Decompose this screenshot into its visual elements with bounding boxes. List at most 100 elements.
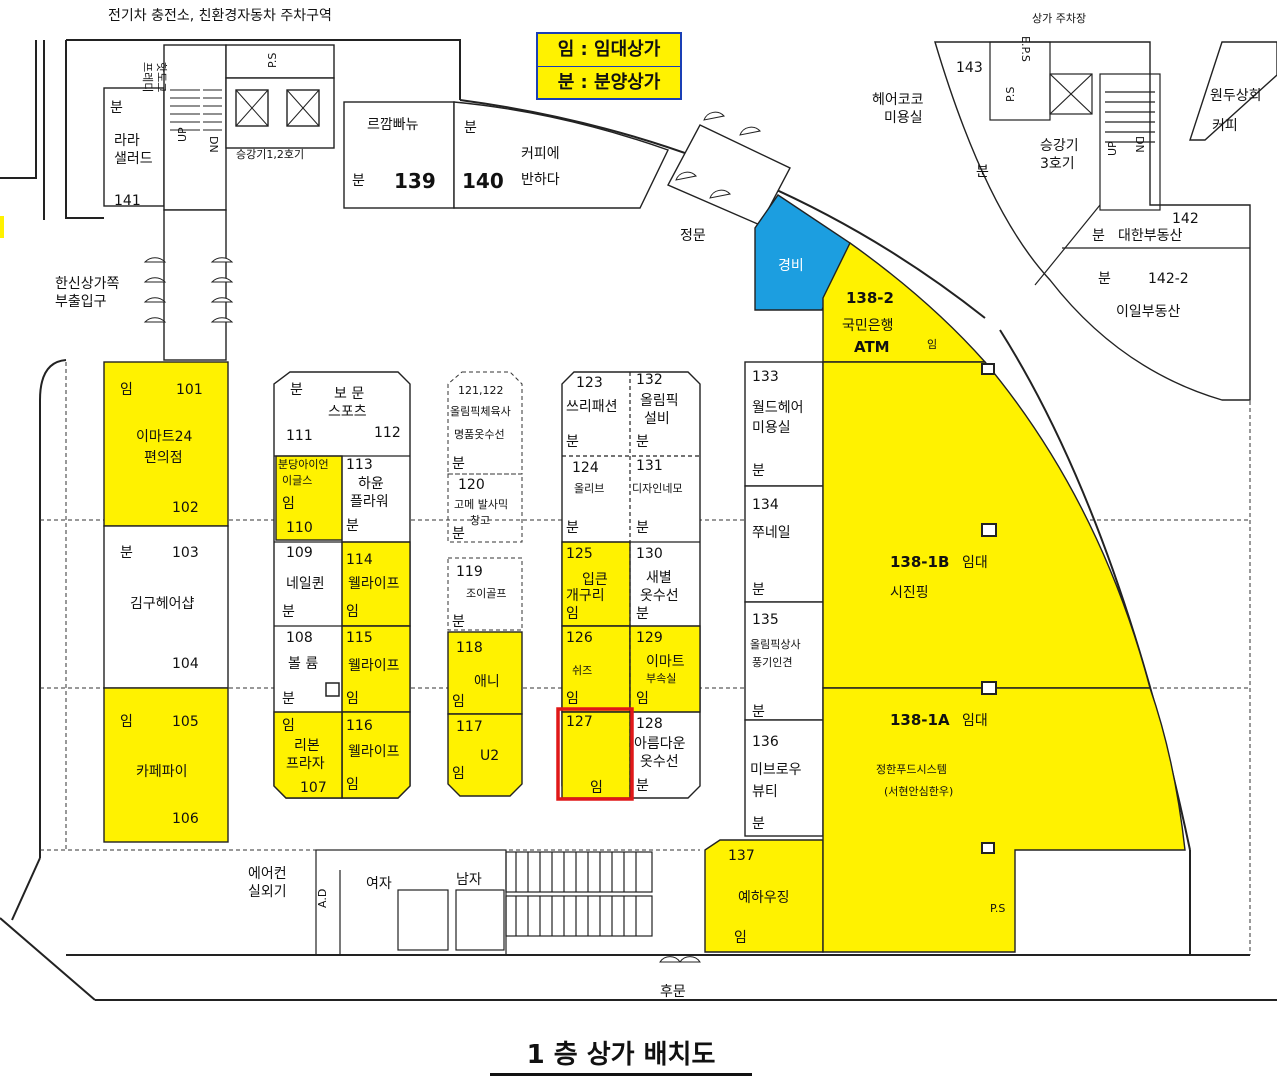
label-men: 남자: [456, 872, 482, 888]
label-mall-parking: 상가 주차장: [1032, 12, 1086, 25]
label-ps-top: P.S: [266, 53, 279, 68]
svg-text:이마트: 이마트: [646, 654, 685, 670]
svg-text:아름다운: 아름다운: [634, 736, 686, 752]
svg-text:125: 125: [566, 546, 593, 562]
svg-text:130: 130: [636, 546, 663, 562]
page-title: 1 층 상가 배치도: [490, 1034, 752, 1076]
svg-text:새별: 새별: [646, 570, 672, 586]
svg-text:네일퀸: 네일퀸: [286, 576, 325, 592]
label-fred-2: 핫도그: [155, 62, 168, 92]
svg-text:편의점: 편의점: [144, 450, 183, 466]
svg-text:115: 115: [346, 630, 373, 646]
outer-walls: [0, 39, 1277, 1001]
svg-text:111: 111: [286, 428, 313, 444]
svg-text:102: 102: [172, 500, 199, 516]
label-up-right: UP: [1106, 141, 1119, 156]
shop-129[interactable]: [629, 625, 701, 713]
shop-103-104[interactable]: [103, 525, 229, 689]
svg-text:분: 분: [452, 614, 465, 630]
svg-text:임: 임: [120, 714, 133, 730]
svg-text:볼 륨: 볼 륨: [288, 656, 318, 672]
svg-text:쓰리패션: 쓰리패션: [566, 399, 618, 415]
svg-text:임대: 임대: [962, 713, 988, 729]
svg-text:옷수선: 옷수선: [640, 754, 679, 770]
svg-text:분: 분: [752, 704, 765, 720]
svg-text:원두상회: 원두상회: [1210, 88, 1262, 104]
svg-text:분: 분: [110, 100, 123, 116]
shop-135[interactable]: [744, 601, 824, 721]
svg-text:분: 분: [120, 545, 133, 561]
label-elevator-12: 승강기1,2호기: [236, 148, 304, 161]
shop-125[interactable]: [561, 541, 631, 627]
svg-text:임: 임: [452, 694, 465, 710]
svg-text:분: 분: [636, 520, 649, 536]
svg-text:헤어코코: 헤어코코: [872, 92, 924, 108]
shop-138-1a[interactable]: [822, 687, 1186, 953]
svg-text:커피: 커피: [1212, 118, 1238, 134]
shop-118[interactable]: [447, 631, 523, 715]
svg-text:106: 106: [172, 811, 199, 827]
svg-text:분: 분: [976, 164, 989, 180]
svg-text:123: 123: [576, 375, 603, 391]
svg-text:분: 분: [464, 120, 477, 136]
svg-text:116: 116: [346, 718, 373, 734]
shop-105-106[interactable]: [103, 687, 229, 843]
shop-117[interactable]: [447, 713, 523, 797]
svg-text:118: 118: [456, 640, 483, 656]
svg-text:임: 임: [282, 496, 295, 512]
svg-text:138-1B: 138-1B: [890, 553, 949, 571]
svg-text:명품옷수선: 명품옷수선: [454, 428, 505, 441]
svg-text:임: 임: [566, 606, 579, 622]
svg-text:임: 임: [636, 691, 649, 707]
svg-text:미브로우: 미브로우: [750, 762, 802, 778]
svg-text:분: 분: [752, 816, 765, 832]
shop-139[interactable]: [343, 101, 455, 209]
shop-110[interactable]: [275, 455, 343, 541]
svg-text:분: 분: [290, 382, 303, 398]
label-hanshin-1: 한신상가쪽: [55, 276, 120, 292]
shop-140[interactable]: [453, 101, 669, 209]
svg-text:128: 128: [636, 716, 663, 732]
label-hanshin-2: 부출입구: [55, 294, 107, 310]
svg-text:입큰: 입큰: [582, 572, 608, 588]
svg-text:136: 136: [752, 734, 779, 750]
svg-text:138-2: 138-2: [846, 289, 894, 307]
svg-text:쉬즈: 쉬즈: [572, 664, 592, 677]
svg-text:대한부동산: 대한부동산: [1118, 228, 1183, 244]
svg-text:국민은행: 국민은행: [842, 318, 894, 334]
shop-134[interactable]: [744, 485, 824, 603]
svg-text:임: 임: [566, 691, 579, 707]
svg-text:135: 135: [752, 612, 779, 628]
svg-text:미용실: 미용실: [752, 420, 791, 436]
svg-text:107: 107: [300, 780, 327, 796]
door-icons: [143, 111, 761, 963]
svg-text:(서현안심한우): (서현안심한우): [884, 785, 953, 798]
label-dn-right: DN: [1133, 136, 1146, 153]
svg-text:127: 127: [566, 714, 593, 730]
svg-text:프라자: 프라자: [286, 756, 325, 772]
svg-text:ATM: ATM: [854, 338, 890, 356]
svg-text:개구리: 개구리: [566, 588, 605, 604]
svg-text:임: 임: [120, 382, 133, 398]
svg-text:분: 분: [452, 526, 465, 542]
shop-133[interactable]: [744, 361, 824, 487]
svg-text:108: 108: [286, 630, 313, 646]
svg-text:샐러드: 샐러드: [114, 151, 153, 167]
svg-text:웰라이프: 웰라이프: [348, 744, 400, 760]
shop-114[interactable]: [341, 541, 411, 627]
svg-text:104: 104: [172, 656, 199, 672]
svg-text:142: 142: [1172, 211, 1199, 227]
svg-text:126: 126: [566, 630, 593, 646]
label-up-left: UP: [176, 127, 189, 142]
shop-101-102[interactable]: [103, 361, 229, 527]
svg-text:112: 112: [374, 425, 401, 441]
top-right-building: [934, 41, 1251, 401]
svg-text:디자인네모: 디자인네모: [632, 482, 683, 495]
svg-text:129: 129: [636, 630, 663, 646]
svg-text:138-1A: 138-1A: [890, 711, 950, 729]
svg-text:예하우징: 예하우징: [738, 890, 790, 906]
shop-107[interactable]: [273, 711, 343, 799]
svg-text:142-2: 142-2: [1148, 271, 1189, 287]
label-ps-right: P.S: [990, 902, 1005, 915]
svg-text:분: 분: [752, 463, 765, 479]
